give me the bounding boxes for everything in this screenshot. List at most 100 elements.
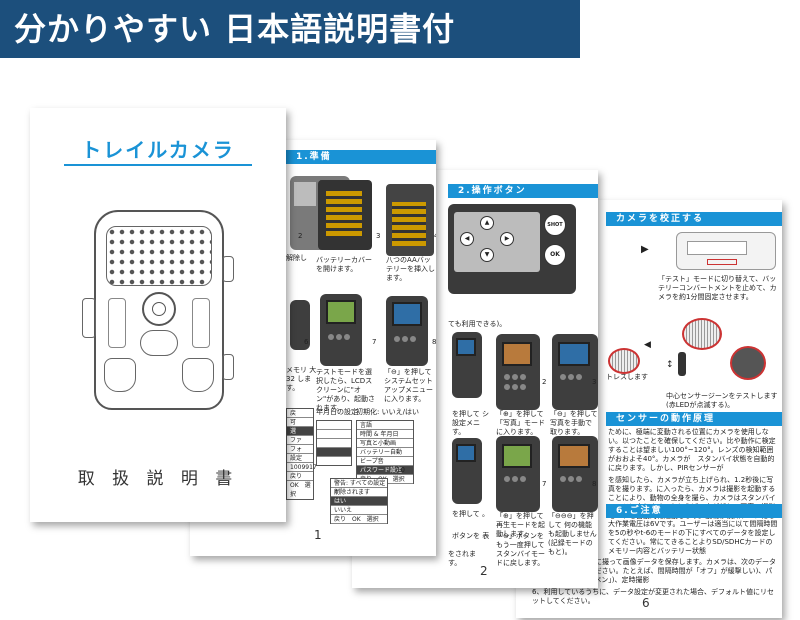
trail-camera-illustration — [94, 210, 224, 410]
page-number: 2 — [480, 564, 488, 578]
step-number: 6 — [304, 338, 309, 346]
step-number: 4 — [434, 232, 436, 241]
section-title: 6.ご注意 — [616, 506, 663, 516]
intro-line: ても利用できる)。 — [448, 320, 507, 328]
section-header-prep: 1.準備 — [286, 150, 436, 164]
step-number: 10 — [396, 466, 405, 474]
step-number: 2 — [298, 232, 303, 240]
caption-d: を押して 。 — [452, 510, 490, 518]
menu-row: 選 — [287, 427, 313, 436]
table-a-title: 年月日の設定 — [316, 408, 358, 416]
left-button-icon: ◀ — [460, 232, 474, 246]
sensor-body-1: ために、極端に変動される位置にカメラを使用しない。以つたことを確保してください。… — [608, 428, 776, 472]
menu-row: 戻 — [287, 409, 313, 418]
strap-loop-left — [82, 298, 96, 338]
menu-row: フォ — [287, 445, 313, 454]
menu-row — [317, 430, 351, 439]
camera-illustration — [496, 436, 540, 512]
sensor-side-illustration — [608, 348, 640, 374]
camera-illustration — [496, 334, 540, 410]
menu-row — [317, 448, 351, 457]
sensor-detail-illustration — [682, 318, 722, 350]
notes-body-4: 6、利用しているうちに、データ設定が変更された場合、デフォルト値にリセットしてく… — [532, 588, 775, 605]
step-number: 2 — [542, 378, 547, 386]
camera-illustration — [452, 332, 482, 398]
up-button-icon: ▲ — [480, 216, 494, 230]
section-title: 1.準備 — [296, 152, 332, 162]
caption-a: を押して シ 設定メニ す。 — [452, 410, 490, 436]
menu-row: 言語 — [357, 421, 413, 430]
table-b-title: 初期化: いいえ/はい — [356, 408, 419, 416]
menu-row: 戻り OK 選択 — [331, 515, 387, 524]
step-number: 3 — [592, 378, 597, 386]
menu-row: 1009917 — [287, 463, 317, 472]
menu-row: 可 — [287, 418, 313, 427]
strap-loop-right — [222, 256, 234, 282]
camera-menu-illustration — [386, 296, 428, 366]
section-header-calibrate: カメラを校正する — [606, 212, 782, 226]
menu-row — [317, 421, 351, 430]
camera-illustration — [552, 334, 598, 410]
menu-row: いいえ — [331, 506, 387, 515]
ok-button: OK — [544, 244, 566, 266]
menu-row: バッテリー自動 — [357, 448, 413, 457]
arrow-left-icon: ◀ — [644, 340, 651, 350]
manual-cover: トレイルカメラ 取 扱 説 明 書 — [30, 108, 286, 522]
menu-table-left: 戻 可 選 ファ フォ 設定 1009917 戻り OK 選択 — [286, 408, 317, 500]
updown-arrows-icon: ↕ — [666, 360, 674, 370]
caption-4: メモリ 大32 します。 — [286, 366, 317, 392]
caption-3: 八つのAAバッテリーを挿入します。 — [386, 256, 435, 282]
caption-h: 「⊖」ボタンをもう一度押してスタンバイモードに戻します。 — [496, 532, 545, 567]
section-header-notes: 6.ご注意 — [606, 504, 782, 518]
menu-row: 時間 & 年月日 — [357, 430, 413, 439]
camera-front-small — [730, 346, 766, 380]
section-title: センサーの動作原理 — [616, 414, 716, 424]
page-number: 1 — [314, 528, 322, 542]
menu-table-reset: 警告: すべての設定が 削除されます はい いいえ 戻り OK 選択 — [330, 478, 388, 524]
cover-footer: 取 扱 説 明 書 — [77, 469, 239, 489]
promo-banner: 分かりやすい 日本語説明書付 — [0, 0, 580, 58]
caption-b: 「⊕」を押して「写真」モードに入ります。 — [496, 410, 545, 436]
caption-i: をされます。 — [448, 550, 476, 567]
caption-f: 「⊖⊖⊖」を押して 何の機能も起動しません(記録モードのもと)。 — [548, 512, 597, 556]
menu-row: パスワード設定 — [357, 466, 413, 475]
caption-c: 「⊖」を押して写真を手動で取ります。 — [550, 410, 598, 436]
center-caption: 中心センサージーンをテストします(赤LEDが点滅する)。 — [666, 392, 778, 409]
caption-6: 「⊖」を押してシステムセットアップメニューに入ります。 — [384, 368, 433, 403]
right-button-icon: ▶ — [500, 232, 514, 246]
shot-button: SHOT — [544, 214, 566, 236]
arrow-right-icon: ▶ — [641, 244, 649, 255]
notes-body-1: 大作業電圧は6Vです。ユーザーは適当に以て間隔時間を5の秒やt-6のモードの下に… — [608, 520, 778, 555]
cover-underline — [64, 164, 252, 166]
step-number: 7 — [542, 480, 547, 488]
camera-illustration — [452, 438, 482, 504]
battery-insert-illustration — [386, 184, 434, 256]
camera-illustration — [552, 436, 598, 512]
camera-live-illustration — [320, 294, 362, 366]
test-caption: 「テスト」モードに切り替えて、バッテリーコンバートメントを止めて、カメラを約1分… — [658, 275, 777, 301]
camera-illustration — [290, 300, 310, 350]
section-header-sensor: センサーの動作原理 — [606, 412, 782, 426]
section-header-buttons: 2.操作ボタン — [448, 184, 598, 198]
section-title: 2.操作ボタン — [458, 186, 527, 196]
page-number: 6 — [642, 596, 650, 610]
down-button-icon: ▼ — [480, 248, 494, 262]
menu-row: 警告: すべての設定が — [331, 479, 387, 496]
step-number: 8 — [592, 480, 597, 488]
banner-title: 分かりやすい 日本語説明書付 — [14, 10, 456, 48]
caption-g: ボタンを 表 — [452, 532, 490, 540]
battery-cover-illustration — [318, 180, 372, 250]
menu-row: 設定 — [287, 454, 313, 463]
person-walking-icon — [678, 352, 686, 376]
section-title: カメラを校正する — [616, 214, 705, 224]
menu-table-settings: 言語 時間 & 年月日 写真と小動画 バッテリー自動 ビープ音 パスワード設定 … — [356, 420, 414, 484]
caption-2: バッテリーカバーを開けます。 — [316, 256, 372, 273]
left-caption: トレスします — [606, 373, 648, 381]
caption-e: 「⊕」を押して再生モードを起動します。 — [496, 512, 545, 538]
menu-row: ビープ音 — [357, 457, 413, 466]
caption-1: 解除し — [286, 254, 307, 262]
cover-title: トレイルカメラ — [81, 138, 235, 162]
menu-row: 写真と小動画 — [357, 439, 413, 448]
menu-row: 戻り OK 選択 — [287, 472, 313, 498]
strap-loop-right — [222, 354, 234, 380]
